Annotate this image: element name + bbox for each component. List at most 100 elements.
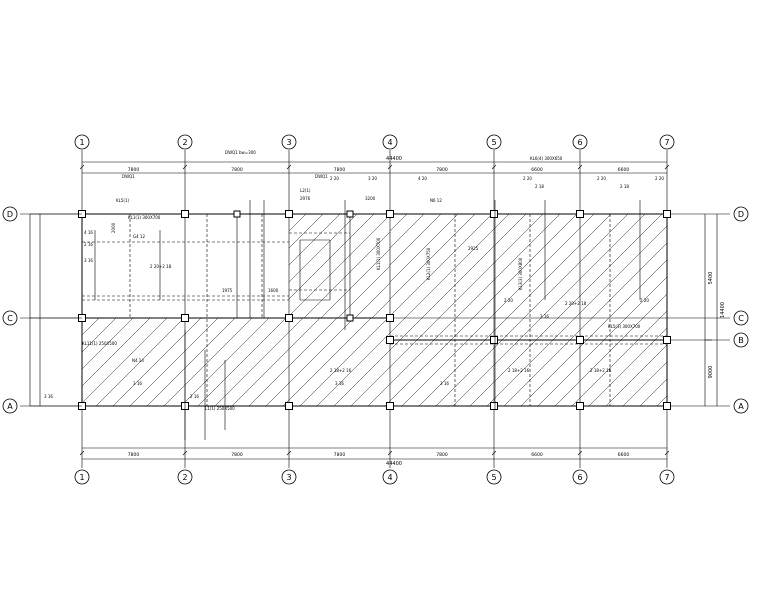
column: [285, 402, 293, 410]
rebar-label: 2 20+2 18: [565, 301, 587, 306]
building-outline: [81, 213, 668, 407]
column: [490, 402, 498, 410]
grid-bubble-label: 5: [491, 473, 496, 482]
top-dim-label: 7800: [334, 167, 346, 173]
grid-bubble-x: [382, 469, 398, 485]
rebar-label: 3 16: [84, 258, 93, 263]
column: [663, 336, 671, 344]
column: [576, 402, 584, 410]
bottom-dim-label: 7800: [334, 452, 346, 458]
rebar-label: 3 16: [133, 381, 142, 386]
beam-label-kl11: KL11(1) 250X500: [82, 341, 117, 346]
rebar-label: 2 20: [640, 298, 649, 303]
column: [285, 210, 293, 218]
beam-label-kl1-b: KL1(1) 300X700: [376, 237, 381, 270]
grid-bubble-x: [659, 134, 675, 150]
beam-label-kl2: KL2(1) 300X750: [426, 247, 431, 280]
grid-bubble-x: [486, 469, 502, 485]
grid-bubble-y: [2, 310, 18, 326]
grid-bubble-label: 1: [79, 473, 84, 482]
bottom-dim-label: 7800: [436, 452, 448, 458]
side-dim: 2976: [300, 196, 311, 201]
rebar-label: 2 20: [597, 176, 606, 181]
column: [386, 210, 394, 218]
rebar-label: 3 16: [335, 381, 344, 386]
grid-bubble-label: 6: [577, 473, 582, 482]
grid-bubble-label: 6: [577, 138, 582, 147]
grid-bubble-label: B: [738, 336, 744, 345]
grid-bubble-label: D: [7, 210, 13, 219]
grid-bubble-label: 2: [182, 138, 187, 147]
grid-bubble-label: C: [738, 314, 744, 323]
grid-bubble-label: 7: [664, 473, 669, 482]
rebar-label: 4 16: [84, 230, 93, 235]
bottom-dim-label: 6600: [618, 452, 630, 458]
top-dim-label: 6600: [531, 167, 543, 173]
right-dim-14400: 14400: [720, 302, 726, 318]
beam-label-l2: L2(1): [300, 188, 311, 193]
column: [386, 336, 394, 344]
rebar-label: 2 20+2 18: [150, 264, 172, 269]
rebar-label: 3 20: [368, 176, 377, 181]
beam-label-l1: L1(1) 250X500: [205, 406, 235, 411]
top-dim-label: 7800: [231, 167, 243, 173]
slab-hatch-right: [390, 214, 667, 406]
side-dim: 3200: [365, 196, 376, 201]
grid-bubble-label: 3: [286, 138, 291, 147]
grid-bubble-y: [2, 398, 18, 414]
top-dim-label: 7800: [128, 167, 140, 173]
grid-bubble-y: [733, 310, 749, 326]
beam-label-kl3: KL3(3) 300X800: [518, 257, 523, 290]
grid-bubble-x: [177, 469, 193, 485]
column: [181, 314, 189, 322]
column: [386, 314, 394, 322]
slab-hatch-mid: [289, 214, 390, 318]
rebar-label: 4 20: [418, 176, 427, 181]
overall-width-top: 44400: [386, 156, 402, 162]
grid-bubble-x: [572, 469, 588, 485]
grid-bubble-label: 4: [387, 138, 392, 147]
grid-bubble-label: A: [738, 402, 744, 411]
grid-bubble-label: 7: [664, 138, 669, 147]
side-dim: 1975: [222, 288, 233, 293]
rebar-label: 2 18+2 16: [508, 368, 530, 373]
rebar-label: 2 18+2 16: [590, 368, 612, 373]
column: [181, 210, 189, 218]
rebar-label: 2 20: [330, 176, 339, 181]
dimension-chains: [79, 161, 718, 460]
rebar-label: 2 20: [504, 298, 513, 303]
rebar-label: 3 16: [540, 314, 549, 319]
rebar-label: 3 16: [440, 381, 449, 386]
grid-bubble-y: [733, 398, 749, 414]
grid-bubble-x: [382, 134, 398, 150]
grid-bubble-label: D: [738, 210, 744, 219]
rebar-label: 2 16: [190, 394, 199, 399]
grid-bubble-x: [74, 469, 90, 485]
bottom-dim-label: 7800: [128, 452, 140, 458]
side-dim: 2000: [111, 222, 116, 233]
rebar-label: 2 20: [655, 176, 664, 181]
grid-bubble-x: [281, 469, 297, 485]
bottom-dim-label: 7800: [231, 452, 243, 458]
top-dim-label: 7800: [436, 167, 448, 173]
leader-lines: [29, 200, 641, 440]
grid-bubble-label: 5: [491, 138, 496, 147]
rebar-label: N4 14: [132, 358, 144, 363]
columns: [78, 210, 671, 410]
grid-bubble-x: [659, 469, 675, 485]
rebar-label: 3 16: [44, 394, 53, 399]
grid-bubble-x: [281, 134, 297, 150]
interior-beams: [82, 214, 667, 406]
beam-label-dwq1-top: DWQ1 bw=300: [225, 150, 256, 155]
column: [576, 210, 584, 218]
column: [285, 314, 293, 322]
column: [663, 402, 671, 410]
grid-bubble-y: [2, 206, 18, 222]
column: [576, 336, 584, 344]
grid-bubble-x: [177, 134, 193, 150]
rebar-label: 2 20: [523, 176, 532, 181]
grid-bubble-x: [572, 134, 588, 150]
grid-bubble-label: 3: [286, 473, 291, 482]
